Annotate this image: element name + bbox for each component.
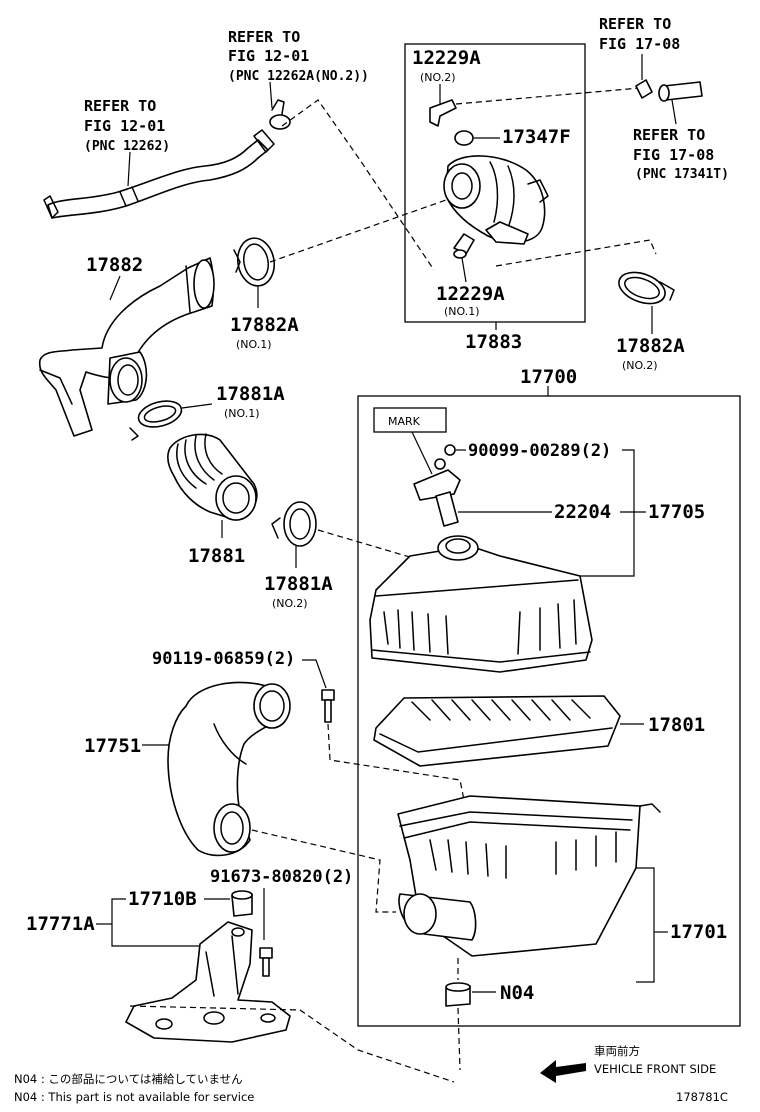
- part-17881A-no2-sub: (NO.2): [272, 597, 308, 610]
- part-22204-number[interactable]: 22204: [554, 501, 611, 523]
- dash-bolt-to-case: [327, 723, 465, 801]
- bolt-91673-drawing: [259, 947, 273, 977]
- part-17881-number[interactable]: 17881: [188, 545, 245, 567]
- support-bracket-17771A-drawing: [125, 921, 291, 1043]
- refer-note-fig-12-01-hose[interactable]: REFER TO FIG 12-01 (PNC 12262): [84, 97, 170, 154]
- hose-clamp-17881A-no2-drawing: [271, 501, 317, 547]
- dash-clamp-to-cap: [317, 529, 421, 561]
- refer-line3: (PNC 12262A(NO.2)): [228, 69, 369, 84]
- refer-note-fig-12-01-clamp[interactable]: REFER TO FIG 12-01 (PNC 12262A(NO.2)): [228, 28, 369, 84]
- footer-note-jp: N04 : この部品については補給していません: [14, 1072, 243, 1086]
- intake-bellows-17881-drawing: [167, 433, 258, 521]
- part-17883-number[interactable]: 17883: [465, 331, 522, 353]
- dash-bracket-to-case: [129, 1005, 455, 1083]
- part-17710B-number[interactable]: 17710B: [128, 888, 197, 910]
- part-17882-number[interactable]: 17882: [86, 254, 143, 276]
- box-17883: [404, 43, 586, 323]
- dash-clamp-to-valve: [281, 99, 435, 271]
- hose-clip-drawing: [454, 130, 474, 146]
- leader-90119: [302, 659, 327, 689]
- refer-line2: FIG 17-08: [599, 35, 680, 53]
- refer-line1: REFER TO: [633, 126, 705, 144]
- mark-box: [373, 407, 447, 433]
- pcv-union-no2-drawing: [429, 99, 457, 127]
- clip-17-08-drawing: [635, 79, 653, 99]
- leader-17881A-no1: [181, 403, 213, 409]
- air-duct-17751-drawing: [167, 681, 291, 857]
- refer-note-fig-17-08-clip[interactable]: REFER TO FIG 17-08: [599, 15, 680, 53]
- part-12229A-no2-sub: (NO.2): [420, 71, 456, 84]
- air-filter-element-drawing: [373, 695, 621, 767]
- part-12229A-no1-number[interactable]: 12229A: [436, 283, 505, 305]
- figure-id: 178781C: [676, 1090, 728, 1104]
- direction-jp: 車両前方: [594, 1044, 640, 1058]
- part-17882A-no2-sub: (NO.2): [622, 359, 658, 372]
- bolt-90119-drawing: [321, 689, 335, 723]
- refer-line3: (PNC 17341T): [635, 167, 729, 182]
- leader-refer-hose-2: [671, 99, 677, 125]
- dash-clamp-to-connector: [269, 199, 447, 263]
- part-17751-number[interactable]: 17751: [84, 735, 141, 757]
- leader-refer-hose: [127, 151, 131, 187]
- part-N04-number[interactable]: N04: [500, 982, 534, 1004]
- dash-grommet-down: [457, 1007, 461, 1071]
- part-17881A-no1-sub: (NO.1): [224, 407, 260, 420]
- part-17771A-number[interactable]: 17771A: [26, 913, 95, 935]
- air-intake-connector-drawing: [443, 155, 549, 245]
- part-17347F-number[interactable]: 17347F: [502, 126, 571, 148]
- refer-line2: FIG 12-01: [228, 47, 309, 65]
- refer-line1: REFER TO: [599, 15, 671, 33]
- refer-line2: FIG 17-08: [633, 146, 714, 164]
- part-17705-number[interactable]: 17705: [648, 501, 705, 523]
- dash-connector-to-clamp: [495, 239, 657, 267]
- part-91673-number[interactable]: 91673-80820(2): [210, 867, 353, 887]
- part-17882A-no1-number[interactable]: 17882A: [230, 314, 299, 336]
- hose-17-08-drawing: [658, 81, 703, 102]
- refer-line3: (PNC 12262): [84, 139, 170, 154]
- part-17701-number[interactable]: 17701: [670, 921, 727, 943]
- refer-line1: REFER TO: [84, 97, 156, 115]
- hose-clamp-no2-drawing: [618, 271, 675, 305]
- part-90099-number[interactable]: 90099-00289(2): [468, 441, 611, 461]
- bracket-17705: [580, 449, 635, 577]
- pcv-hose-drawing: [43, 129, 275, 219]
- leader-12229A-no1: [461, 257, 467, 283]
- part-17801-number[interactable]: 17801: [648, 714, 705, 736]
- pcv-union-no1-drawing: [453, 233, 475, 259]
- dash-duct-to-case: [251, 829, 396, 913]
- mark-label: MARK: [388, 415, 421, 428]
- grommet-n04-drawing: [445, 982, 471, 1007]
- bracket-17701: [636, 867, 655, 983]
- small-clamp-drawing: [269, 99, 291, 130]
- dash-union-to-clip: [455, 87, 641, 105]
- vehicle-front-arrow-icon: [540, 1060, 586, 1083]
- leader-17882: [109, 275, 121, 301]
- part-17700-number[interactable]: 17700: [520, 366, 577, 388]
- hose-clamp-no1-drawing: [233, 237, 276, 287]
- part-17881A-no1-number[interactable]: 17881A: [216, 383, 285, 405]
- part-17882A-no1-sub: (NO.1): [236, 338, 272, 351]
- bracket-17771A: [111, 898, 200, 947]
- mass-air-flow-sensor-drawing: [413, 444, 461, 527]
- grommet-17710B-drawing: [231, 890, 253, 917]
- part-17882A-no2-number[interactable]: 17882A: [616, 335, 685, 357]
- inlet-duct-17882-drawing: [38, 257, 215, 437]
- leader-mark: [411, 431, 433, 475]
- air-cleaner-case-drawing: [397, 795, 661, 957]
- part-12229A-no1-sub: (NO.1): [444, 305, 480, 318]
- footer-note-en: N04 : This part is not available for ser…: [14, 1090, 254, 1104]
- refer-line1: REFER TO: [228, 28, 300, 46]
- direction-en: VEHICLE FRONT SIDE: [594, 1062, 716, 1076]
- refer-line2: FIG 12-01: [84, 117, 165, 135]
- part-90119-number[interactable]: 90119-06859(2): [152, 649, 295, 669]
- box-17700: [357, 395, 741, 1027]
- part-12229A-no2-number[interactable]: 12229A: [412, 47, 481, 69]
- leader-refer-clamp: [269, 81, 273, 109]
- refer-note-fig-17-08-hose[interactable]: REFER TO FIG 17-08 (PNC 17341T): [633, 126, 729, 182]
- part-17881A-no2-number[interactable]: 17881A: [264, 573, 333, 595]
- hose-clamp-17881A-no1-drawing: [129, 400, 183, 441]
- air-cleaner-cap-drawing: [369, 535, 593, 673]
